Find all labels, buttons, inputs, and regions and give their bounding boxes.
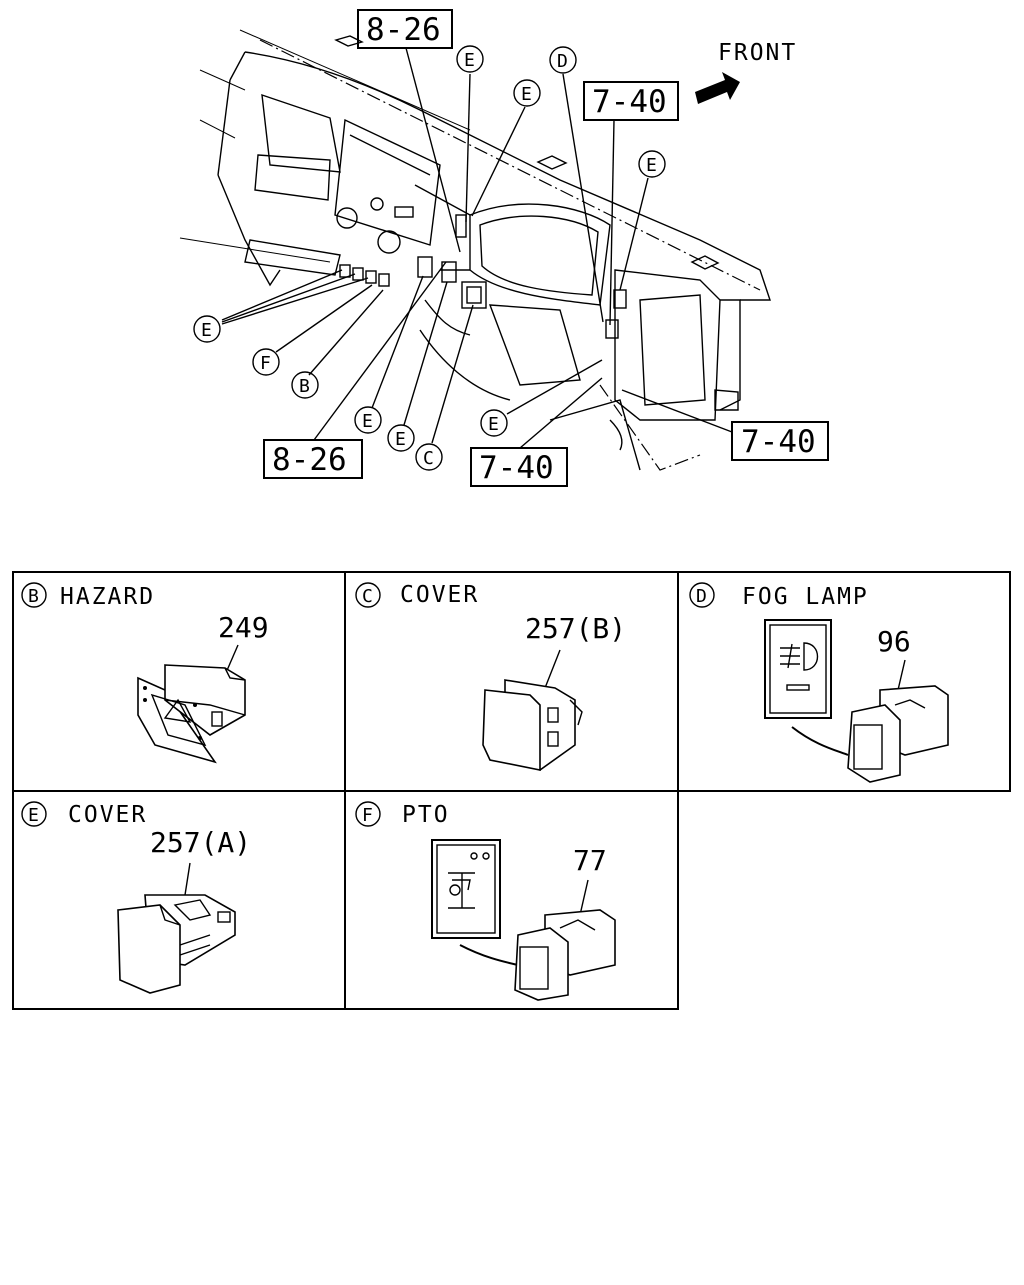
ref-box-label: 7-40 — [592, 84, 667, 120]
callout-letter: F — [260, 353, 271, 374]
callout-letter: C — [423, 448, 434, 469]
panel-letter: D — [696, 586, 707, 607]
dashboard-overview-drawing — [179, 29, 771, 471]
pto-switch-drawing — [514, 909, 616, 1001]
panel-title: HAZARD — [60, 584, 155, 610]
ref-box-label: 7-40 — [479, 450, 554, 486]
callout-e-2: E — [513, 79, 541, 107]
ref-box-8-26-top: 8-26 — [357, 9, 453, 49]
panel-letter: B — [28, 586, 39, 607]
callout-letter: E — [521, 84, 532, 105]
panel-letter: E — [28, 805, 39, 826]
callout-e-1: E — [456, 45, 484, 73]
panel-letter: C — [362, 586, 373, 607]
cover-b-drawing — [482, 679, 583, 772]
callout-f: F — [252, 348, 280, 376]
callout-letter: E — [201, 320, 212, 341]
fog-lamp-switch-drawing — [847, 685, 949, 783]
hazard-switch-drawing — [137, 664, 246, 764]
callout-e-4: E — [193, 315, 221, 343]
callout-e-7: E — [480, 409, 508, 437]
callout-letter: E — [488, 414, 499, 435]
ref-box-7-40-bottom: 7-40 — [470, 447, 568, 487]
ref-box-label: 8-26 — [366, 12, 441, 48]
panel-title: FOG LAMP — [742, 584, 869, 610]
panel-title: COVER — [68, 802, 147, 828]
ref-box-label: 7-40 — [741, 424, 816, 460]
part-number: 77 — [573, 844, 607, 877]
front-arrow-icon — [695, 72, 740, 104]
part-number: 257(A) — [150, 826, 251, 859]
parts-table-grid — [12, 571, 1011, 1010]
callout-letter: E — [362, 411, 373, 432]
part-number: 249 — [218, 611, 269, 644]
callout-letter: D — [557, 51, 568, 72]
panel-title: COVER — [400, 582, 479, 608]
callout-e-6: E — [387, 424, 415, 452]
callout-letter: B — [299, 376, 310, 397]
leader-lines — [221, 47, 733, 449]
panel-title: PTO — [402, 802, 450, 828]
panel-pto: F PTO 77 — [355, 801, 616, 1001]
panel-cover-b: C COVER 257(B) — [355, 582, 626, 772]
callout-c: C — [415, 443, 443, 471]
panel-letter: F — [362, 805, 373, 826]
callout-b: B — [291, 371, 319, 399]
callout-e-5: E — [354, 406, 382, 434]
part-number: 96 — [877, 625, 911, 658]
ref-box-7-40-top: 7-40 — [583, 81, 679, 121]
callout-letter: E — [395, 429, 406, 450]
callout-e-3: E — [638, 150, 666, 178]
panel-cover-a: E COVER 257(A) — [21, 801, 251, 994]
callout-letter: E — [464, 50, 475, 71]
cover-a-drawing — [117, 894, 236, 994]
part-number: 257(B) — [525, 612, 626, 645]
fog-lamp-icon — [764, 619, 832, 719]
ref-box-label: 8-26 — [272, 442, 347, 478]
ref-box-8-26-bottom: 8-26 — [263, 439, 363, 479]
front-label: FRONT — [718, 40, 797, 66]
callout-d: D — [549, 46, 577, 74]
pto-icon — [431, 839, 501, 939]
panel-hazard: B HAZARD 249 — [21, 582, 269, 764]
panel-fog-lamp: D FOG LAMP 96 — [689, 582, 949, 783]
callout-letter: E — [646, 155, 657, 176]
ref-box-7-40-right: 7-40 — [731, 421, 829, 461]
